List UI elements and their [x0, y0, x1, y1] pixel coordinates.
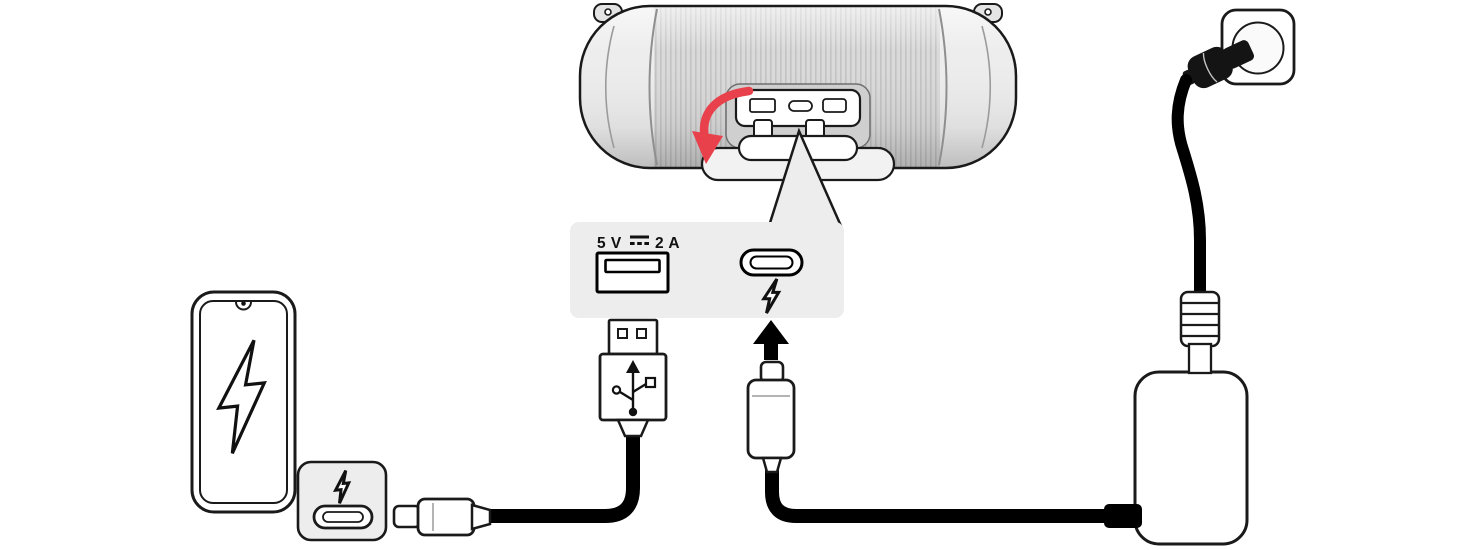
panel-usb-a-port [595, 251, 670, 294]
usb-trident-base-dot [628, 407, 638, 417]
open-cover-arrow-curve [699, 86, 754, 144]
plug-tip [392, 504, 422, 529]
usb-a-strain-relief [616, 418, 650, 438]
phone-camera-dot [241, 301, 246, 306]
usb-c-cable [765, 468, 1112, 523]
usb-trident-square-end [644, 376, 657, 389]
panel-usb-c-port [739, 248, 804, 277]
callout-usb-c-inner [322, 511, 364, 523]
usb-c-connector [746, 320, 1112, 523]
usb-trident-right-branch [632, 382, 647, 394]
strap-tab-left-hole [604, 8, 612, 16]
usb-c-strain-relief [761, 456, 783, 474]
cap-seam-left [604, 25, 615, 149]
usb-a-shell-hole-left [617, 328, 628, 339]
usb-a-metal-shell [607, 318, 659, 356]
mesh-edge-left [648, 8, 658, 166]
phone [190, 290, 297, 514]
adapter-cord [1171, 74, 1206, 302]
phone-usb-c-plug [392, 497, 492, 537]
plug-body [416, 497, 476, 537]
open-cover-arrow-head [692, 131, 723, 164]
panel-usb-a-tongue [604, 258, 661, 274]
power-plug-body [1187, 46, 1233, 89]
power-plug-seam [1202, 52, 1218, 83]
adapter-cable-boot [1104, 504, 1142, 528]
usb-c-body [746, 378, 796, 460]
usb-a-connector [486, 318, 668, 523]
mesh-edge-right [938, 8, 948, 166]
adapter-body [1133, 370, 1249, 546]
power-adapter [1104, 74, 1249, 546]
adapter-inlet-neck [1187, 342, 1213, 375]
usb-a-shell-hole-right [636, 328, 647, 339]
adapter-inlet-ridge-lines [1181, 301, 1219, 338]
open-cover-arrow-icon [692, 86, 754, 164]
adapter-inlet-ridges [1179, 290, 1221, 348]
speaker-usb-c-port [788, 100, 813, 112]
usb-trident-icon [611, 360, 657, 417]
wall-outlet [1182, 8, 1296, 89]
strap-tab-right-hole [984, 8, 992, 16]
cap-seam-right [981, 25, 992, 149]
dc-symbol-icon [630, 235, 650, 245]
voltage-label: 5 V [597, 235, 622, 252]
usb-a-cable [486, 430, 640, 523]
current-label: 2 A [655, 235, 680, 252]
port-detail-panel: 5 V 2 A [570, 222, 844, 318]
plug-strain-relief [470, 503, 492, 531]
adapter-inlet-ridge-block [1179, 290, 1221, 348]
power-plug [1182, 40, 1255, 89]
speaker-aux-port [822, 98, 847, 113]
panel-usb-c-inner [749, 255, 794, 270]
usb-trident-left-branch [619, 390, 634, 402]
usb-trident-circle-end [611, 385, 622, 395]
speaker-usb-a-port [749, 98, 776, 113]
phone-port-callout [296, 460, 388, 542]
usb-trident-arrow [626, 360, 640, 373]
insert-arrow-icon [753, 320, 789, 360]
callout-usb-c-port [312, 504, 374, 530]
